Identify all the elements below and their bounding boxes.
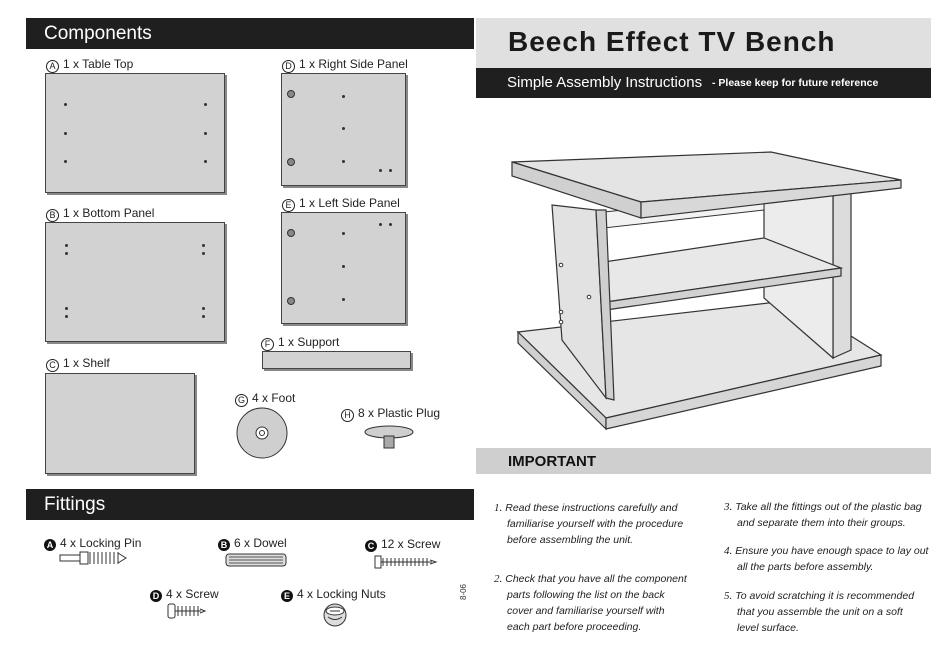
letter-badge: B xyxy=(218,539,230,551)
subtitle-bar: Simple Assembly Instructions - Please ke… xyxy=(476,68,931,98)
instruction-step-2: 2.Check that you have all the component … xyxy=(494,573,687,633)
subtitle: Simple Assembly Instructions xyxy=(507,74,703,91)
product-title: Beech Effect TV Bench xyxy=(508,26,836,57)
subtitle-note: - Please keep for future reference xyxy=(712,77,879,89)
bottom-panel xyxy=(45,222,225,342)
instruction-step-1: 1.Read these instructions carefully and … xyxy=(494,502,684,546)
letter-badge: D xyxy=(150,590,162,602)
letter-badge: E xyxy=(281,590,293,602)
right-side-panel xyxy=(281,73,406,186)
letter-badge: C xyxy=(365,540,377,552)
screw-short-illustration xyxy=(167,603,207,619)
letter-badge: E xyxy=(282,199,295,212)
important-heading: IMPORTANT xyxy=(508,453,597,470)
components-heading: Components xyxy=(44,23,152,44)
instruction-step-5: 5.To avoid scratching it is recommended … xyxy=(724,590,915,634)
foot-illustration xyxy=(236,407,288,459)
important-bar: IMPORTANT xyxy=(476,448,931,474)
screw-long-illustration xyxy=(374,555,438,569)
locking-pin-illustration xyxy=(59,551,127,565)
letter-badge: A xyxy=(46,60,59,73)
dowel-illustration xyxy=(225,553,287,567)
components-header-bar: Components xyxy=(26,18,474,49)
product-title-box: Beech Effect TV Bench xyxy=(476,18,931,68)
shelf-panel xyxy=(45,373,195,474)
support-panel xyxy=(262,351,411,369)
letter-badge: B xyxy=(46,209,59,222)
fittings-header-bar: Fittings xyxy=(26,489,474,520)
letter-badge: D xyxy=(282,60,295,73)
left-side-panel xyxy=(281,212,406,324)
side-code: 8-06 xyxy=(459,583,468,600)
letter-badge: A xyxy=(44,539,56,551)
letter-badge: G xyxy=(235,394,248,407)
locking-nut-illustration xyxy=(323,603,347,627)
fittings-heading: Fittings xyxy=(44,494,106,515)
plastic-plug-illustration xyxy=(364,425,414,449)
table-top-panel xyxy=(45,73,225,193)
instruction-step-4: 4.Ensure you have enough space to lay ou… xyxy=(724,545,929,573)
instruction-step-3: 3.Take all the fittings out of the plast… xyxy=(724,501,922,529)
letter-badge: H xyxy=(341,409,354,422)
tv-bench-illustration xyxy=(511,151,902,431)
letter-badge: C xyxy=(46,359,59,372)
letter-badge: F xyxy=(261,338,274,351)
